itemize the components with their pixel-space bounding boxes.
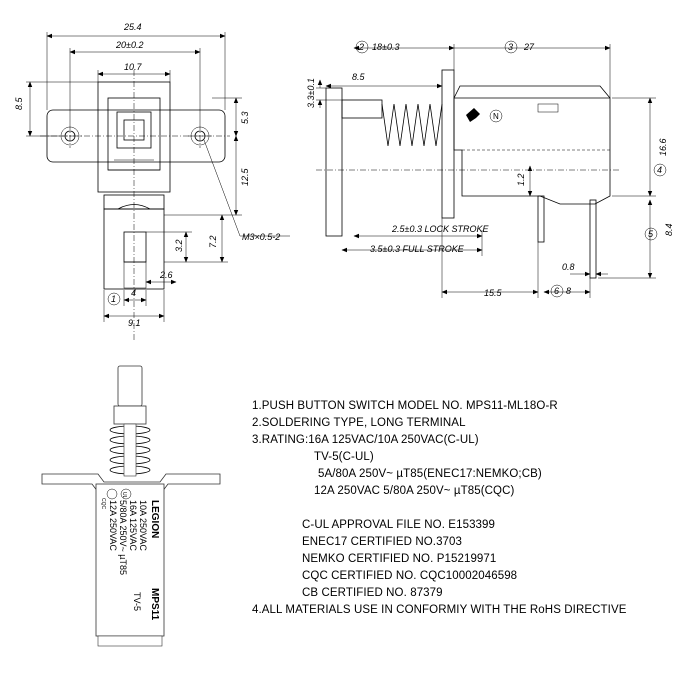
callout-5-circle bbox=[644, 227, 658, 241]
callout-5-text: 5 bbox=[648, 229, 654, 239]
dim-body-height: 12.5 bbox=[240, 167, 250, 186]
dim-hole-spacing: 20±0.2 bbox=[115, 40, 143, 50]
ul-mark-icon bbox=[120, 488, 132, 500]
callout-3-circle bbox=[504, 40, 518, 54]
product-flange bbox=[41, 473, 221, 493]
dim-full-stroke: 3.5±0.3 FULL STROKE bbox=[370, 244, 465, 254]
cqc-mark-text: CQC bbox=[100, 498, 106, 510]
dim-terminal-length-side: 8.4 bbox=[664, 223, 674, 236]
callout-1-text: 1 bbox=[111, 294, 116, 304]
callout-3-text: 3 bbox=[508, 42, 513, 52]
note-rating: 3.RATING:16A 125VAC/10A 250VAC(C-UL) bbox=[252, 434, 479, 446]
dim-plunger-top: 3.3±0.1 bbox=[306, 78, 316, 108]
terminal-slot bbox=[123, 231, 147, 263]
dim-button-offset: 5.3 bbox=[240, 111, 250, 124]
note-nemko-cert: NEMKO CERTIFIED NO. P15219971 bbox=[302, 553, 497, 565]
front-view: 25.4 20±0.2 10.7 8.5 5.3 12.5 7.2 3.2 2.… bbox=[14, 22, 290, 340]
note-cqc-cert: CQC CERTIFIED NO. CQC10002046598 bbox=[302, 570, 518, 582]
dim-body-length: 27 bbox=[523, 42, 535, 52]
callout-6-text: 6 bbox=[554, 286, 559, 296]
product-rating-3: 5/80A 250V~ µT85 bbox=[118, 500, 128, 575]
dim-lock-stroke: 2.5±0.3 LOCK STROKE bbox=[391, 224, 489, 234]
note-cqc-rating: 12A 250VAC 5/80A 250V~ µT85(CQC) bbox=[314, 485, 515, 497]
dim-plunger-to-flange: 18±0.3 bbox=[372, 42, 399, 52]
spec-notes: 1.PUSH BUTTON SWITCH MODEL NO. MPS11-ML1… bbox=[252, 398, 692, 619]
terminal-right bbox=[589, 199, 597, 279]
terminal-body bbox=[103, 208, 165, 290]
note-cul-file: C-UL APPROVAL FILE NO. E153399 bbox=[302, 519, 496, 531]
dim-plunger-length: 8.5 bbox=[352, 72, 366, 82]
dim-button-width: 10.7 bbox=[124, 62, 143, 72]
side-body bbox=[453, 97, 611, 205]
callout-2-text: 2 bbox=[358, 42, 364, 52]
product-model: MPS11 bbox=[149, 588, 160, 621]
dim-terminal-position: 15.5 bbox=[484, 288, 503, 298]
note-tv-rating: TV-5(C-UL) bbox=[314, 451, 374, 463]
dim-terminal-offset: 1.2 bbox=[516, 173, 526, 186]
ul-mark-text: UL bbox=[121, 492, 127, 499]
cqc-mark-icon bbox=[106, 488, 118, 500]
product-rating-1: 10A 250VAC bbox=[138, 500, 148, 551]
product-rating-4: 12A 250VAC bbox=[108, 500, 118, 551]
product-illustration: CQC UL LEGION 10A 250VAC 16A 125VAC 5/80… bbox=[41, 365, 221, 647]
dim-terminal-tip: 2.6 bbox=[159, 270, 173, 280]
note-model: 1.PUSH BUTTON SWITCH MODEL NO. MPS11-ML1… bbox=[252, 400, 558, 412]
dim-terminal-total-width: 9.1 bbox=[128, 318, 141, 328]
plunger-cap bbox=[341, 99, 383, 119]
callout-4-circle bbox=[653, 163, 667, 177]
callout-6-circle bbox=[550, 284, 564, 298]
callout-4-text: 4 bbox=[657, 165, 662, 175]
product-brand: LEGION bbox=[149, 500, 160, 538]
side-marking: N bbox=[466, 108, 503, 123]
side-view: N 2 18±0.3 bbox=[306, 40, 674, 298]
spring bbox=[381, 103, 443, 147]
dim-overall-width: 25.4 bbox=[123, 22, 142, 32]
side-plunger bbox=[325, 87, 343, 237]
note-cb-cert: CB CERTIFIED NO. 87379 bbox=[302, 587, 443, 599]
marking-n: N bbox=[493, 112, 499, 121]
product-rating-2: 16A 125VAC bbox=[128, 500, 138, 551]
callout-2-circle bbox=[355, 40, 369, 54]
side-flange bbox=[441, 69, 455, 219]
note-enec-rating: 5A/80A 250V~ µT85(ENEC17:NEMKO;CB) bbox=[318, 468, 542, 480]
dim-screw-thread: M3×0.5-2 bbox=[242, 232, 280, 242]
note-enec-cert: ENEC17 CERTIFIED NO.3703 bbox=[302, 536, 463, 548]
dim-terminal-pitch: 8 bbox=[566, 286, 571, 296]
terminal-left bbox=[537, 195, 545, 243]
callout-1-circle bbox=[107, 292, 121, 306]
dim-terminal-length: 7.2 bbox=[208, 235, 218, 248]
dim-flange-height: 8.5 bbox=[14, 96, 24, 110]
dim-terminal-thickness: 0.8 bbox=[562, 262, 575, 272]
product-spring bbox=[109, 423, 151, 477]
product-tv-rating: TV-5 bbox=[132, 592, 142, 611]
dim-side-body-height: 16.6 bbox=[658, 138, 668, 156]
dim-terminal-slot: 3.2 bbox=[174, 239, 184, 252]
note-rohs: 4.ALL MATERIALS USE IN CONFORMIY WITH TH… bbox=[252, 604, 627, 616]
dim-terminal-width: 4 bbox=[131, 288, 136, 298]
product-label-model: MPS11 TV-5 bbox=[132, 588, 160, 621]
product-plunger bbox=[117, 365, 143, 407]
note-soldering: 2.SOLDERING TYPE, LONG TERMINAL bbox=[252, 417, 466, 429]
product-label: LEGION 10A 250VAC 16A 125VAC 5/80A 250V~… bbox=[108, 500, 160, 575]
